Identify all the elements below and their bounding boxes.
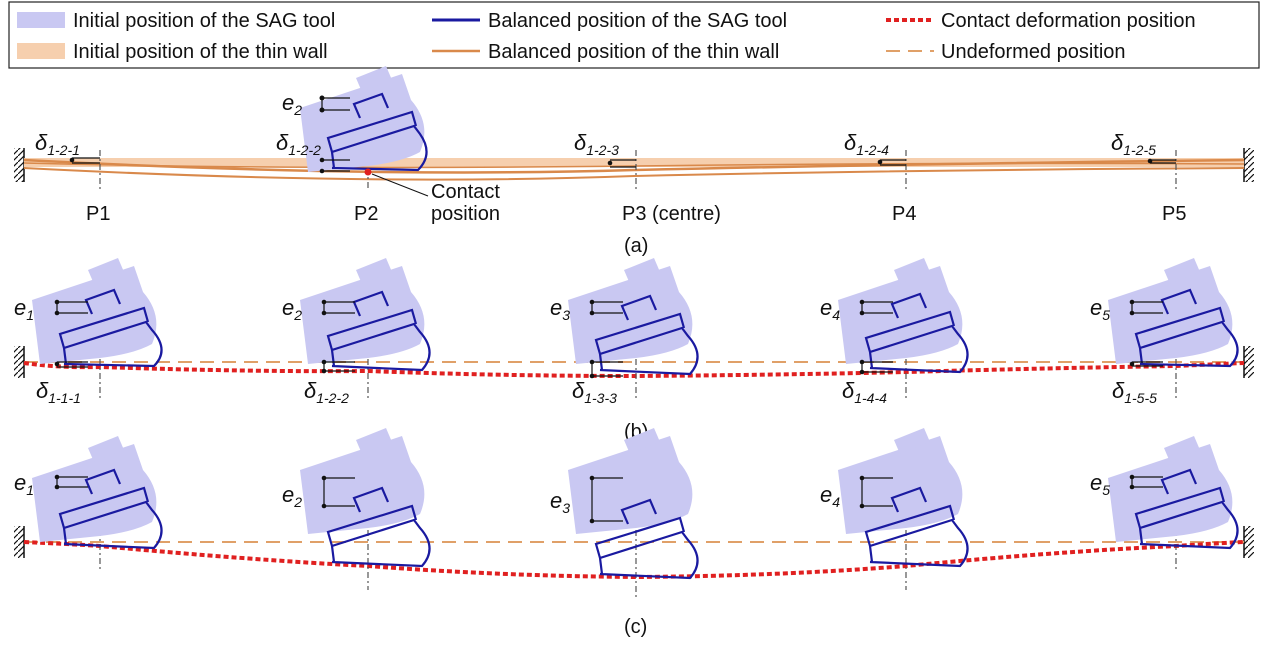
e-label-c-1: e1 [14, 470, 34, 498]
delta-a-2: δ1-2-2 [276, 130, 321, 158]
position-label-p4: P4 [892, 203, 916, 225]
e2-label-a: e2 [282, 90, 302, 118]
delta-b-4: δ1-4-4 [842, 378, 887, 406]
e-label-b-1: e1 [14, 295, 34, 323]
e-label-b-5: e5 [1090, 295, 1110, 323]
legend-label-balanced-wall: Balanced position of the thin wall [488, 41, 779, 63]
contact-deformation-line-b [23, 361, 1245, 379]
fixed-support-right-icon [1244, 148, 1254, 182]
sag-tool-b-4 [838, 258, 969, 374]
delta-b-3: δ1-3-3 [572, 378, 617, 406]
sag-tool-c-3 [568, 428, 699, 580]
fixed-support-left-b-icon [14, 346, 24, 378]
e-label-c-5: e5 [1090, 470, 1110, 498]
sag-tool-b-1 [32, 258, 163, 368]
caption-c: (c) [624, 616, 647, 638]
legend-label-undeformed: Undeformed position [941, 41, 1126, 63]
panel-c: e1 e2 e3 e4 e5 (c) [14, 428, 1254, 638]
contact-position-label-line1: Contact [431, 181, 500, 203]
e-label-c-3: e3 [550, 488, 570, 516]
contact-deformation-line-c [23, 540, 1245, 580]
sag-tool-c-5 [1108, 436, 1239, 550]
contact-position-label-line2: position [431, 203, 500, 225]
fixed-support-left-c-icon [14, 526, 24, 558]
position-label-p1: P1 [86, 203, 110, 225]
position-label-p2: P2 [354, 203, 378, 225]
legend-label-initial-tool: Initial position of the SAG tool [73, 10, 335, 32]
sag-tool-a [300, 66, 428, 172]
contact-point [364, 168, 372, 176]
legend-label-contact-deformation: Contact deformation position [941, 10, 1196, 32]
panel-a: Contact position e2 δ1-2-1 δ1-2-2 δ1-2-3… [14, 66, 1254, 257]
fixed-support-right-b-icon [1244, 346, 1254, 378]
delta-b-5: δ1-5-5 [1112, 378, 1157, 406]
legend-label-balanced-tool: Balanced position of the SAG tool [488, 10, 787, 32]
fixed-support-left-icon [14, 148, 24, 182]
sag-tool-c-4 [838, 428, 969, 568]
delta-a-5: δ1-2-5 [1111, 130, 1156, 158]
sag-tool-b-2 [300, 258, 431, 372]
delta-a-3: δ1-2-3 [574, 130, 619, 158]
delta-a-1: δ1-2-1 [35, 130, 80, 158]
thin-wall-initial [24, 158, 1244, 167]
fixed-support-right-c-icon [1244, 526, 1254, 558]
legend-frame [8, 1, 1260, 69]
position-label-p5: P5 [1162, 203, 1186, 225]
caption-a: (a) [624, 235, 648, 257]
delta-b-2: δ1-2-2 [304, 378, 349, 406]
e-label-b-3: e3 [550, 295, 570, 323]
delta-b-1: δ1-1-1 [36, 378, 81, 406]
e-label-b-2: e2 [282, 295, 302, 323]
legend-swatch-initial-wall [17, 43, 65, 59]
legend-label-initial-wall: Initial position of the thin wall [73, 41, 328, 63]
sag-tool-c-2 [300, 428, 431, 568]
position-label-p3: P3 (centre) [622, 203, 721, 225]
legend-swatch-initial-tool [17, 12, 65, 28]
e-label-c-2: e2 [282, 482, 302, 510]
panel-b: e1 e2 e3 e4 e5 δ1-1-1 δ1-2-2 δ1-3-3 δ1-4… [14, 258, 1254, 443]
sag-tool-b-3 [568, 258, 699, 376]
e-label-b-4: e4 [820, 295, 840, 323]
legend: Initial position of the SAG tool Initial… [8, 1, 1260, 69]
delta-a-4: δ1-2-4 [844, 130, 889, 158]
sag-tool-c-1 [32, 436, 163, 550]
sag-tool-b-5 [1108, 258, 1239, 368]
e-label-c-4: e4 [820, 482, 840, 510]
sag-tool-balanced-a [326, 110, 428, 172]
